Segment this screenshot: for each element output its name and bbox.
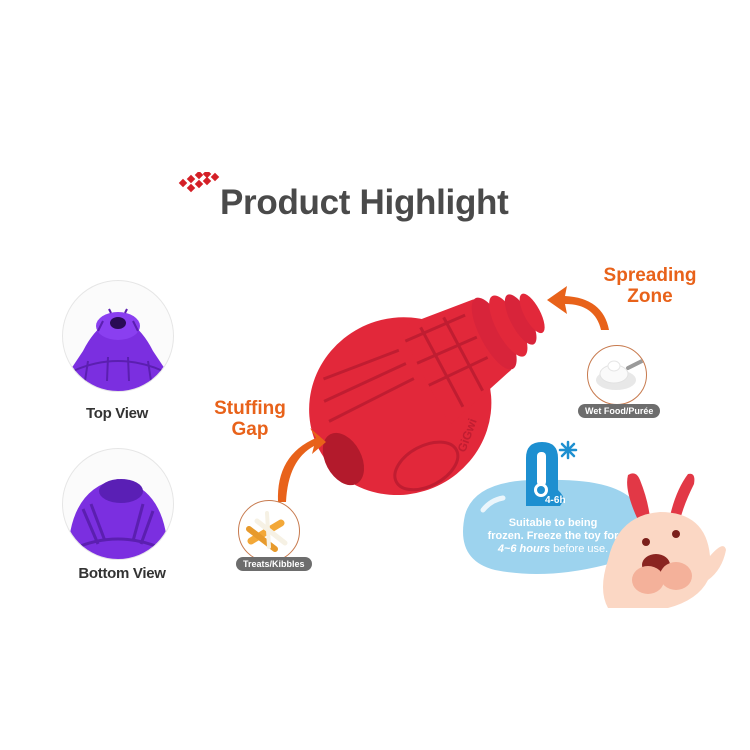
spreading-line1: Spreading [603, 265, 697, 286]
spreading-line2: Zone [627, 286, 673, 307]
bottom-view-image [62, 448, 174, 560]
freeze-line2: frozen. Freeze the toy for [487, 530, 619, 542]
freeze-duration-badge: 4-6h [545, 495, 566, 506]
curved-arrow-left-icon [547, 286, 609, 330]
wet-food-pill: Wet Food/Purée [578, 404, 661, 418]
red-lightbulb-chew-toy-image: GiGwi [309, 293, 545, 495]
spreading-zone-title: Spreading Zone [600, 265, 700, 307]
treats-kibbles-image [238, 500, 300, 562]
wet-food-image [587, 345, 647, 405]
page-title: Product Highlight [220, 183, 509, 222]
stuffing-gap-title: Stuffing Gap [205, 398, 295, 440]
bunny-mascot-illustration [603, 473, 726, 608]
checkered-diamond-logo-icon [178, 172, 220, 193]
spoon-puree-icon [596, 358, 646, 390]
treats-kibbles-pill: Treats/Kibbles [236, 557, 312, 571]
freeze-description: Suitable to being frozen. Freeze the toy… [468, 517, 638, 556]
freeze-hours: 4~6 hours [497, 543, 551, 555]
top-view-label: Top View [85, 405, 149, 422]
freeze-line3-rest: before use. [550, 543, 609, 555]
purple-toy-bottom-view-icon [68, 479, 168, 559]
treats-bones-icon [246, 511, 288, 552]
stuffing-line2: Gap [231, 419, 269, 440]
freeze-line1: Suitable to being [508, 517, 598, 529]
freeze-line3: 4~6 hours before use. [468, 543, 638, 556]
freeze-bubble-shape [463, 479, 644, 574]
purple-toy-top-view-icon [63, 308, 173, 391]
stuffing-line1: Stuffing [214, 398, 286, 419]
bottom-view-label: Bottom View [78, 565, 166, 582]
thermometer-snowflake-icon [526, 440, 578, 506]
top-view-image [62, 280, 174, 392]
curved-arrow-icon [277, 428, 326, 502]
